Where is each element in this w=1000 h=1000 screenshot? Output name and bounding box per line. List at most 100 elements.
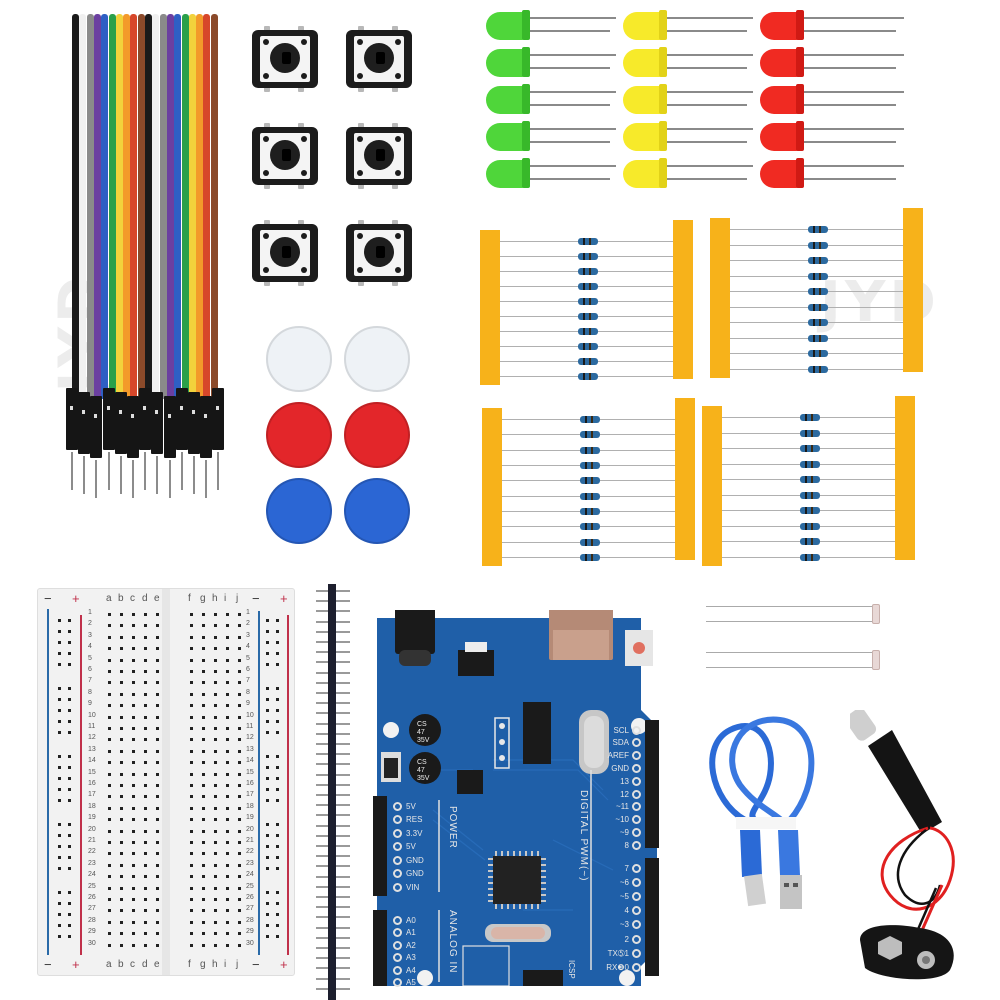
digital-pin: SDA: [613, 737, 641, 749]
usb-cable: [700, 705, 830, 935]
column-label: a: [106, 959, 112, 970]
row-number: 2: [246, 620, 250, 628]
pin-pad-icon: [632, 891, 641, 901]
jumper-wire: [203, 14, 211, 399]
pin-pad-icon: [632, 763, 641, 773]
button-cap: [344, 326, 410, 392]
resistor: [807, 272, 828, 280]
jumper-wire: [166, 14, 174, 399]
row-number: 5: [246, 654, 250, 662]
jumper-wire: [174, 14, 182, 399]
pin-pad-icon: [632, 962, 641, 972]
row-number: 12: [246, 734, 254, 742]
resistor: [579, 462, 600, 469]
resistor: [799, 507, 820, 515]
pin-pad-icon: [393, 953, 402, 962]
pin-label: 3.3V: [406, 828, 423, 838]
pin-pad-icon: [393, 965, 402, 975]
power-pin: GND: [393, 854, 424, 866]
male-pin-header-strip: [316, 584, 350, 1000]
led-red: [760, 121, 910, 151]
pin-label: SDA: [612, 738, 629, 748]
rail-symbol: +: [280, 591, 288, 606]
pin-pad-icon: [632, 815, 641, 825]
row-number: 20: [246, 825, 254, 833]
jumper-wire-connector: [163, 396, 176, 458]
pin-pad-icon: [632, 802, 641, 812]
column-label: f: [188, 593, 191, 604]
svg-text:47: 47: [417, 767, 425, 774]
resistor: [807, 257, 828, 265]
digital-pin: ~9: [620, 826, 641, 838]
digital-pin: AREF: [608, 750, 641, 762]
pin-pad-icon: [393, 928, 402, 937]
row-number: 18: [88, 802, 96, 810]
row-number: 4: [88, 643, 92, 651]
pin-label: A5: [406, 978, 416, 987]
column-label: g: [200, 959, 206, 970]
pin-pad-icon: [632, 948, 641, 958]
button-cap: [266, 326, 332, 392]
row-number: 19: [246, 814, 254, 822]
pin-label: SCL: [613, 725, 629, 735]
pin-pad-icon: [632, 877, 641, 887]
pin-label: 5V: [406, 842, 416, 851]
jumper-wire: [152, 14, 160, 399]
led-yellow: [623, 10, 773, 40]
resistor: [577, 238, 598, 245]
icsp-label: ICSP: [567, 960, 576, 979]
row-number: 8: [246, 688, 250, 696]
digital-header-title: DIGITAL PWM(~): [578, 790, 589, 882]
row-number: 23: [88, 859, 96, 867]
led-yellow: [623, 47, 773, 77]
jumper-wire-connector: [114, 392, 127, 454]
digital-pin: ~5: [620, 890, 641, 902]
jumper-wire-connector: [200, 396, 213, 458]
pin-pad-icon: [393, 815, 402, 824]
photoresistor-group: [706, 604, 886, 680]
column-label: g: [200, 593, 206, 604]
power-header-title: POWER: [447, 806, 458, 849]
analog-pin: A1: [393, 927, 416, 939]
rail-symbol: +: [280, 957, 288, 972]
jumper-wire: [159, 14, 167, 399]
pin-label: 8: [624, 840, 629, 850]
jumper-wire-pin: [83, 456, 86, 494]
tactile-push-button: [346, 123, 412, 189]
power-pin: GND: [393, 868, 424, 880]
row-number: 13: [88, 745, 96, 753]
row-number: 6: [246, 666, 250, 673]
column-label: a: [106, 593, 112, 604]
row-number: 7: [246, 677, 250, 685]
digital-pin: 2: [625, 933, 641, 945]
row-number: 9: [246, 700, 250, 708]
column-label: d: [142, 593, 148, 604]
resistor: [577, 343, 598, 350]
row-number: 22: [88, 848, 96, 856]
pin-pad-icon: [632, 920, 641, 930]
digital-pin: ~10: [615, 814, 641, 826]
pin-label: ~5: [619, 891, 629, 901]
resistor: [577, 298, 598, 305]
resistor: [579, 446, 600, 454]
jumper-wire: [145, 14, 152, 399]
svg-text:35V: 35V: [417, 737, 430, 744]
digital-pin: 12: [620, 788, 641, 800]
row-number: 25: [88, 882, 96, 890]
row-number: 7: [88, 677, 92, 685]
jumper-wire: [101, 14, 109, 399]
row-number: 22: [246, 848, 254, 856]
row-number: 23: [246, 859, 254, 867]
digital-pin: 7: [625, 862, 641, 874]
row-number: 11: [246, 723, 254, 730]
row-number: 1: [88, 609, 92, 616]
resistor: [799, 522, 820, 530]
pin-label: 13: [620, 776, 629, 786]
row-number: 8: [88, 688, 92, 696]
pin-pad-icon: [393, 828, 402, 838]
digital-pin: ~3: [620, 919, 641, 931]
digital-pin: 13: [620, 775, 641, 787]
tactile-push-button: [346, 26, 412, 92]
rail-symbol: −: [44, 957, 52, 972]
rail-symbol: +: [72, 957, 80, 972]
